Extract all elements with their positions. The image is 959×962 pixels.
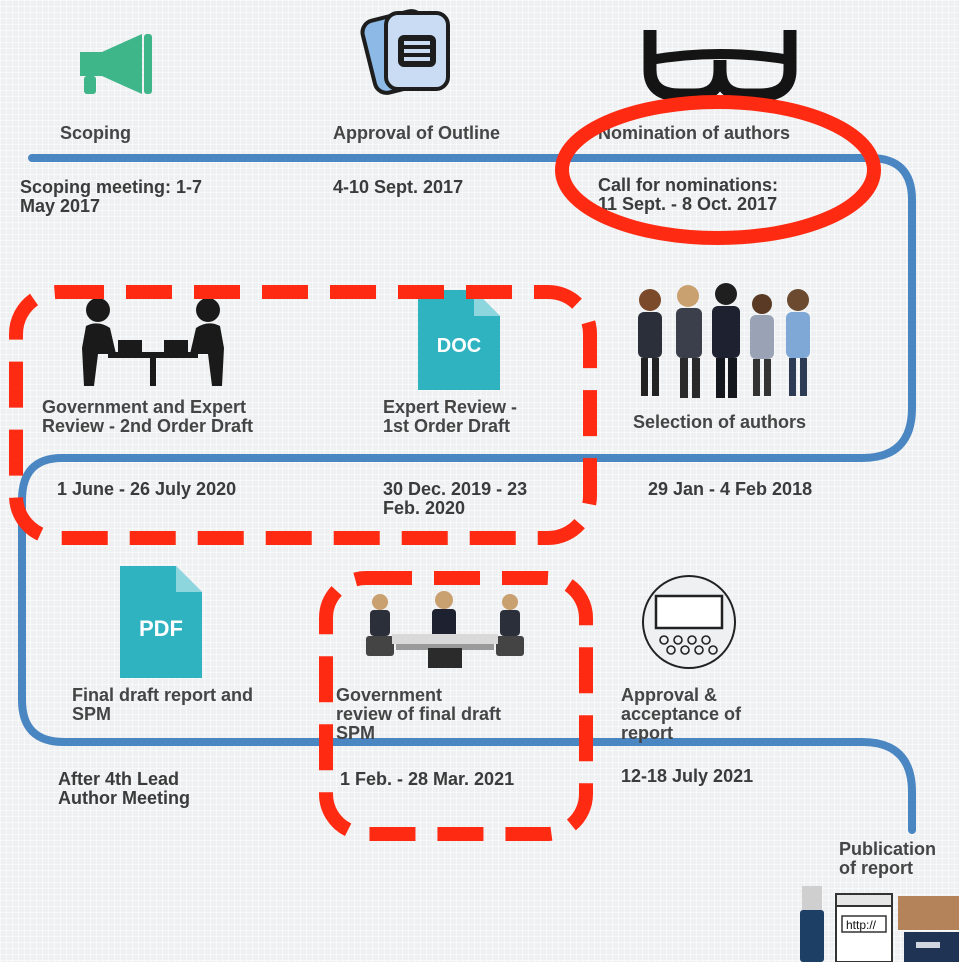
- step-date-approval-acceptance: 12-18 July 2021: [621, 766, 754, 786]
- step-title-nomination: Nomination of authors: [598, 123, 790, 143]
- doc-file-label: DOC: [437, 335, 481, 357]
- doc-file-icon: DOC: [418, 290, 500, 390]
- step-date-gov-expert-review-2nd: 1 June - 26 July 2020: [57, 479, 237, 499]
- megaphone-icon: [80, 34, 152, 94]
- step-date-expert-review-1st: 30 Dec. 2019 - 23 Feb. 2020: [383, 479, 528, 518]
- step-date-gov-review-final: 1 Feb. - 28 Mar. 2021: [340, 769, 515, 789]
- step-date-final-draft: After 4th Lead Author Meeting: [58, 769, 190, 808]
- step-title-selection-authors: Selection of authors: [633, 412, 807, 432]
- people-group-icon: [638, 283, 810, 398]
- highlight-dashed-box-review-drafts: [9, 285, 597, 545]
- step-date-selection-authors: 29 Jan - 4 Feb 2018: [648, 479, 813, 499]
- step-title-approval-acceptance: Approval & acceptance of report: [621, 685, 742, 743]
- highlight-ellipse-nomination: [555, 95, 881, 245]
- step-title-gov-expert-review-2nd: Government and Expert Review - 2nd Order…: [42, 397, 254, 436]
- step-title-scoping: Scoping: [60, 123, 131, 143]
- step-date-approval-outline: 4-10 Sept. 2017: [333, 177, 464, 197]
- pdf-file-label: PDF: [139, 616, 183, 641]
- step-title-approval-outline: Approval of Outline: [333, 123, 501, 143]
- glasses-icon: [643, 30, 797, 100]
- step-title-publication: Publication of report: [839, 839, 937, 878]
- documents-icon: [360, 9, 450, 95]
- browser-url-text: http://: [846, 918, 877, 932]
- step-title-final-draft: Final draft report and SPM: [72, 685, 254, 724]
- pdf-file-icon: PDF: [120, 566, 202, 678]
- highlight-dashed-box-gov-review-final: [319, 571, 593, 841]
- step-title-gov-review-final: Government review of final draft SPM: [336, 685, 502, 743]
- meeting-table-icon: [82, 298, 224, 386]
- usb-browser-books-icon: http://: [800, 886, 959, 962]
- step-date-scoping: Scoping meeting: 1-7 May 2017: [20, 177, 203, 216]
- presentation-audience-icon: [642, 575, 736, 669]
- step-title-expert-review-1st: Expert Review - 1st Order Draft: [383, 397, 518, 436]
- conference-table-icon: [366, 591, 524, 668]
